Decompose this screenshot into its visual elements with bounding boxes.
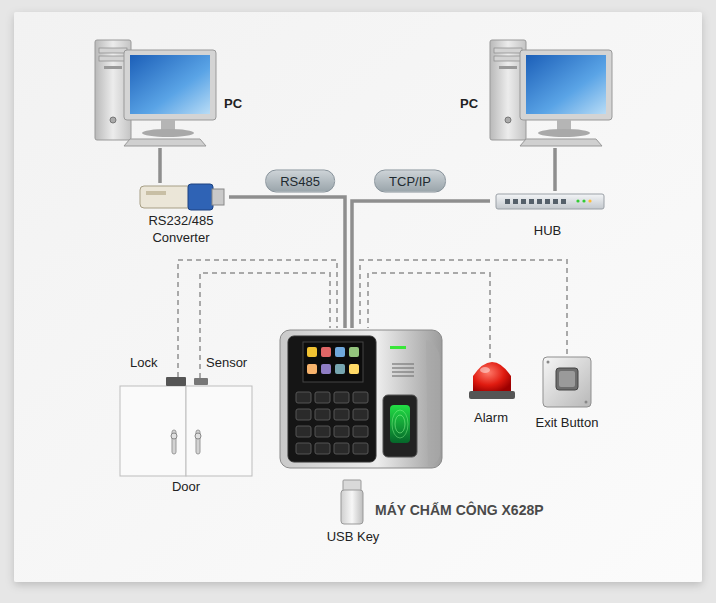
label-holder: PC <box>460 95 478 112</box>
protocol-tag: RS485 <box>265 170 335 193</box>
attendance-device: MÁY CHẤM CÔNG X628P <box>278 328 443 470</box>
control-wire <box>368 273 490 358</box>
device-label: Alarm <box>460 409 522 426</box>
label-holder: Sensor <box>206 354 247 371</box>
data-cable <box>229 197 345 328</box>
device-label: PC <box>224 95 242 112</box>
label-holder: USB Key <box>322 528 384 545</box>
computer: PC <box>455 38 615 148</box>
control-wire <box>360 260 567 354</box>
device-label: Exit Button <box>528 414 606 431</box>
device-label: Lock <box>130 354 157 371</box>
device-label: USB Key <box>322 528 384 545</box>
data-cable <box>553 148 557 191</box>
label-holder: Lock <box>130 354 157 371</box>
label-holder: Door <box>118 478 254 495</box>
label-holder: Alarm <box>460 409 522 426</box>
protocol-tag: TCP/IP <box>374 170 446 193</box>
protocol-label: RS485 <box>280 173 320 190</box>
data-cable <box>352 201 490 328</box>
device-label: MÁY CHẤM CÔNG X628P <box>375 502 544 519</box>
computer: PC <box>92 38 252 148</box>
device-label: PC <box>460 95 478 112</box>
door-lock: Lock <box>166 377 186 386</box>
network-hub: HUB <box>490 191 605 239</box>
converter: RS232/485 Converter <box>133 183 229 249</box>
device-label: HUB <box>490 222 605 239</box>
control-wire <box>178 260 337 377</box>
label-holder: HUB <box>490 222 605 239</box>
label-holder: Exit Button <box>528 414 606 431</box>
label-holder: PC <box>224 95 242 112</box>
protocol-label: TCP/IP <box>389 173 431 190</box>
device-label: Sensor <box>206 354 247 371</box>
device-label: Door <box>118 478 254 495</box>
alarm: Alarm <box>460 358 522 426</box>
label-holder: RS232/485 Converter <box>133 212 229 246</box>
device-label: RS232/485 Converter <box>133 212 229 246</box>
label-holder: MÁY CHẤM CÔNG X628P <box>375 502 544 519</box>
exit-button: Exit Button <box>528 354 606 432</box>
door-sensor: Sensor <box>194 378 208 385</box>
data-cable <box>158 148 162 183</box>
control-wire <box>200 273 330 378</box>
door: Door <box>118 386 254 496</box>
usb-key: USB Key <box>322 477 384 545</box>
